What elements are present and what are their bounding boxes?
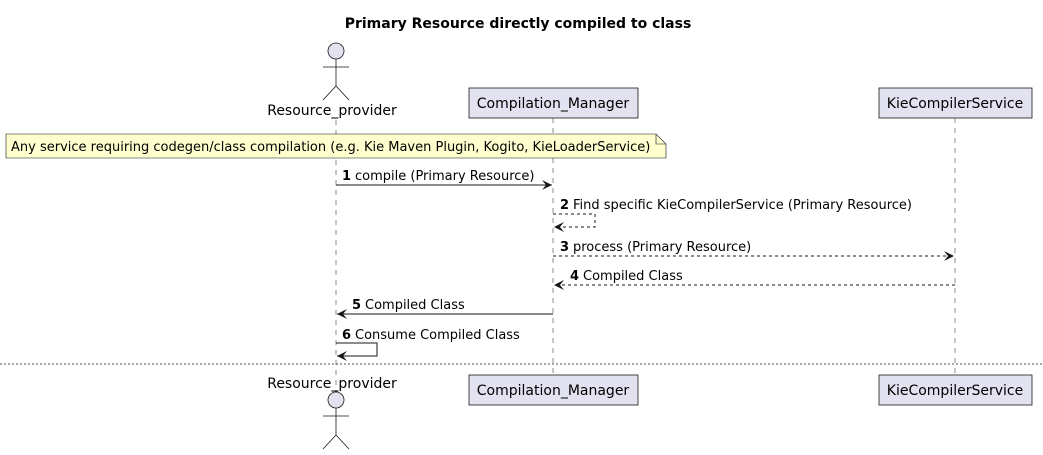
- actor-icon: [322, 42, 350, 101]
- note: Any service requiring codegen/class comp…: [5, 133, 667, 159]
- diagram-title: Primary Resource directly compiled to cl…: [345, 16, 692, 32]
- actor-resource-provider-top[interactable]: Resource_provider: [267, 42, 397, 119]
- message-number: 5: [352, 298, 361, 313]
- participant-kie-compiler-service-top[interactable]: KieCompilerService: [878, 87, 1033, 119]
- message-label: process (Primary Resource): [573, 240, 751, 255]
- actor-icon: [322, 391, 350, 450]
- message-number: 2: [560, 198, 569, 213]
- participant-label: KieCompilerService: [887, 96, 1023, 112]
- participant-compilation-manager-bottom[interactable]: Compilation_Manager: [468, 374, 639, 406]
- note-text: Any service requiring codegen/class comp…: [11, 140, 650, 155]
- message-6: 6 Consume Compiled Class: [336, 328, 520, 361]
- participant-label: Compilation_Manager: [477, 383, 630, 399]
- message-number: 4: [570, 269, 579, 284]
- actor-label: Resource_provider: [267, 376, 397, 392]
- message-arrow: [553, 213, 596, 232]
- message-number: 3: [560, 240, 569, 255]
- actor-label: Resource_provider: [267, 103, 397, 119]
- message-arrow: [336, 342, 378, 361]
- message-label: Compiled Class: [365, 298, 465, 313]
- message-2: 2 Find specific KieCompilerService (Prim…: [553, 198, 912, 232]
- participant-label: KieCompilerService: [887, 383, 1023, 399]
- message-label: Find specific KieCompilerService (Primar…: [573, 198, 912, 213]
- actor-resource-provider-bottom[interactable]: Resource_provider: [267, 376, 397, 450]
- message-label: Consume Compiled Class: [355, 328, 520, 343]
- message-5: 5 Compiled Class: [337, 298, 553, 319]
- participant-compilation-manager-top[interactable]: Compilation_Manager: [468, 87, 639, 119]
- participant-label: Compilation_Manager: [477, 96, 630, 112]
- message-4: 4 Compiled Class: [554, 269, 955, 290]
- message-label: Compiled Class: [583, 269, 683, 284]
- message-3: 3 process (Primary Resource): [553, 240, 954, 261]
- message-number: 6: [342, 328, 351, 343]
- message-1: 1 compile (Primary Resource): [336, 169, 552, 190]
- message-number: 1: [342, 169, 351, 184]
- message-label: compile (Primary Resource): [355, 169, 535, 184]
- participant-kie-compiler-service-bottom[interactable]: KieCompilerService: [878, 374, 1033, 406]
